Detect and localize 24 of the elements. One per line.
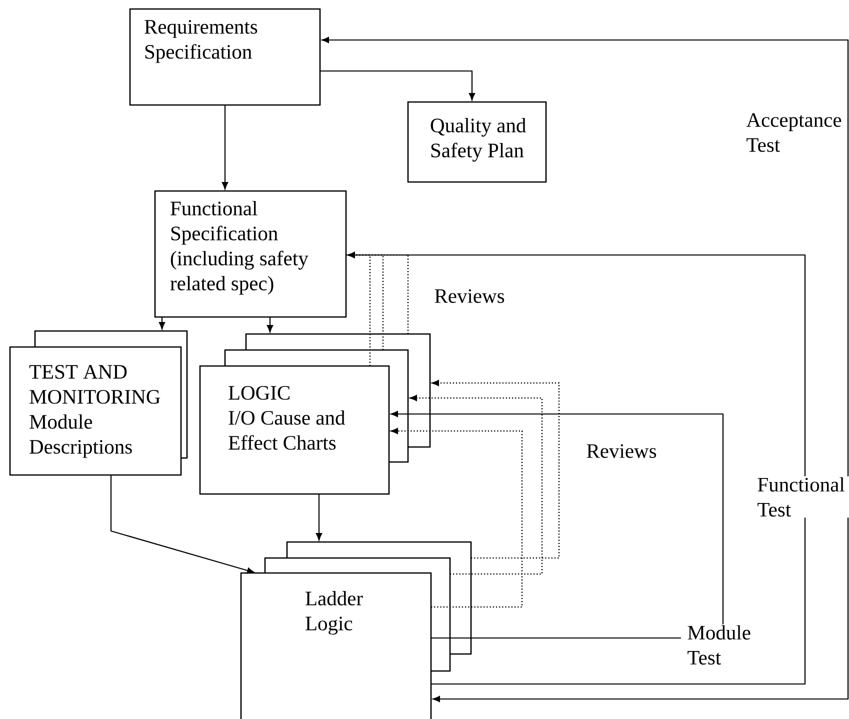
process-box: Functional Specification (including safety related spec): [154, 190, 347, 318]
arrow: [410, 395, 543, 575]
arrow: [266, 317, 274, 332]
arrow: [432, 380, 560, 559]
annotation-text: Reviews: [586, 444, 656, 458]
edge-label: Module Test: [686, 624, 760, 666]
arrow: [322, 36, 849, 702]
arrow: [110, 475, 254, 574]
arrow: [158, 317, 166, 330]
process-box: Requirements Specification: [129, 8, 321, 106]
document-stack: Ladder Logic: [240, 541, 472, 719]
document-stack: LOGIC I/O Cause and Effect Charts: [199, 333, 431, 495]
arrow: [390, 428, 523, 608]
process-box: Quality and Safety Plan: [407, 101, 547, 183]
arrow: [320, 70, 476, 100]
arrow: [390, 410, 724, 639]
arrow: [222, 105, 228, 190]
edge-label: Functional Test: [756, 476, 849, 518]
arrow: [348, 252, 409, 334]
arrow: [348, 252, 806, 685]
arrow: [316, 494, 322, 540]
document-stack: TEST AND MONITORING Module Descriptions: [9, 330, 188, 476]
edge-label: Acceptance Test: [745, 112, 846, 153]
annotation-text: Reviews: [434, 289, 504, 303]
